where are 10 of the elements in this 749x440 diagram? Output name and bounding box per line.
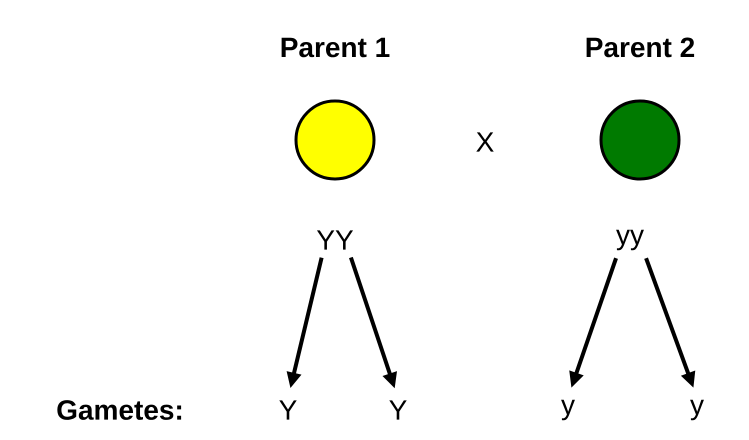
allele-text: Y: [279, 400, 297, 420]
row-label: Gametes:: [57, 400, 182, 420]
cross-symbol: X: [476, 132, 494, 152]
allele-text: YY: [316, 230, 354, 250]
allele-text: yy: [616, 230, 644, 250]
allele-text: y: [690, 400, 704, 420]
node-label: Parent 1: [282, 38, 390, 58]
node-label: Parent 2: [586, 37, 694, 58]
allele-text: Y: [389, 400, 407, 420]
allele-text: y: [561, 400, 575, 420]
